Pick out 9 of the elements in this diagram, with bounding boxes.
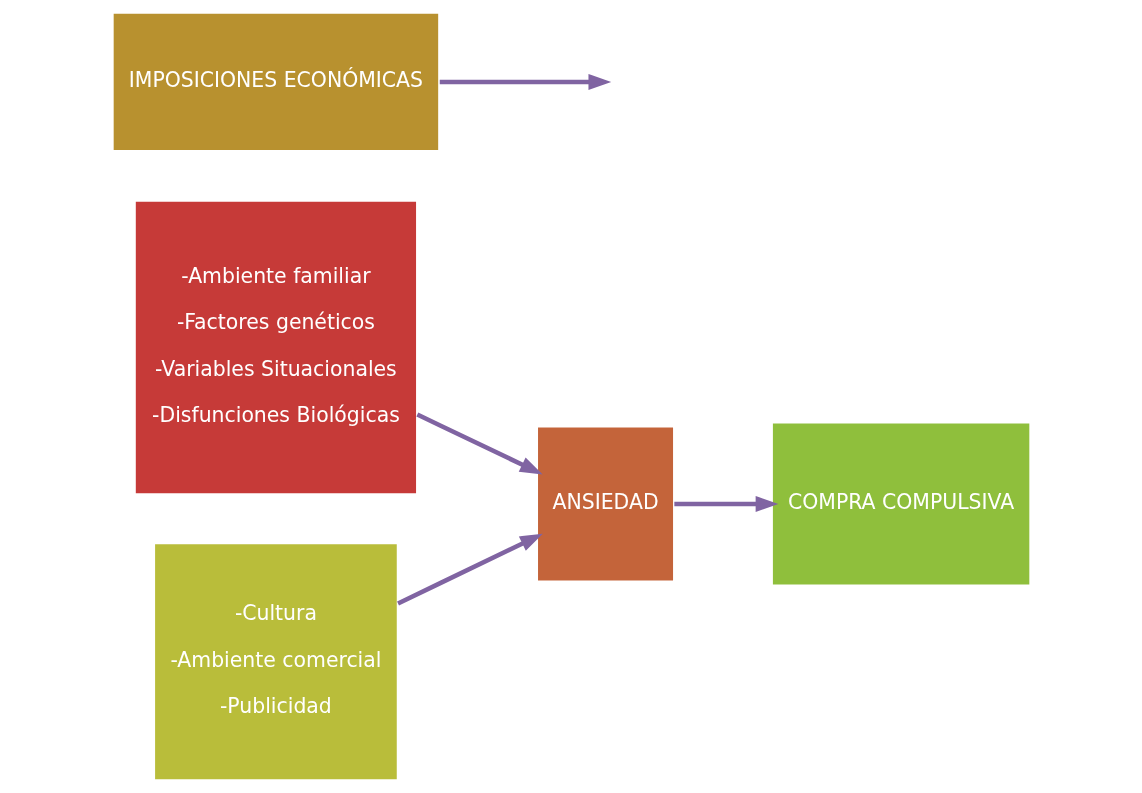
node-box: ANSIEDAD [535, 425, 675, 583]
arrow [439, 73, 611, 90]
node-box: COMPRA COMPULSIVA [770, 421, 1032, 587]
arrow [673, 496, 778, 512]
node-box: -Cultura -Ambiente comercial -Publicidad [152, 542, 399, 782]
node-box: IMPOSICIONES ECONÓMICAS [110, 11, 440, 153]
arrow [415, 412, 543, 475]
arrow [396, 533, 543, 606]
node-box: -Ambiente familiar -Factores genéticos -Variables Situacionales -Disfunciones Biológicas [133, 199, 418, 496]
